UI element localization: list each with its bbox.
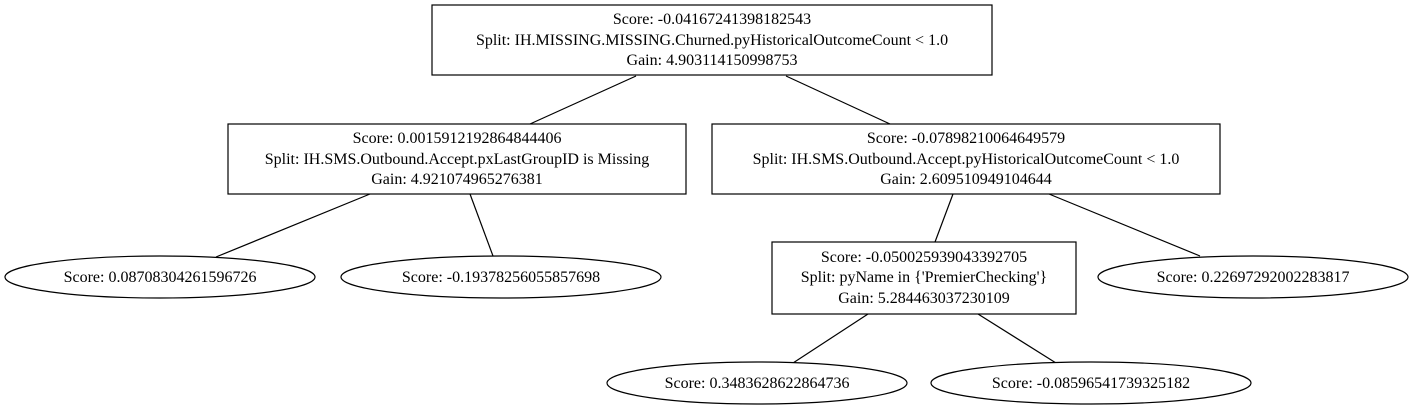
leaf-score-label: Score: 0.3483628622864736 <box>665 375 850 392</box>
edge-right-to-leaf-rr <box>1048 193 1201 257</box>
edge-left-to-leaf-ll <box>215 193 371 258</box>
tree-leaf-ll: Score: 0.08708304261596726 <box>4 255 316 299</box>
node-score-label: Score: -0.050025939043392705 <box>821 249 1027 266</box>
edge-left-to-leaf-lr <box>469 193 494 257</box>
node-split-label: Split: IH.SMS.Outbound.Accept.pyHistoric… <box>753 151 1180 168</box>
leaf-score-label: Score: 0.22697292002283817 <box>1157 269 1350 286</box>
node-gain-label: Gain: 4.903114150998753 <box>627 52 798 69</box>
edge-rl-to-leaf-rlr <box>977 313 1057 364</box>
node-score-label: Score: -0.04167241398182543 <box>613 11 811 28</box>
node-gain-label: Gain: 2.609510949104644 <box>880 171 1052 188</box>
node-split-label: Split: IH.SMS.Outbound.Accept.pxLastGrou… <box>265 151 649 168</box>
node-gain-label: Gain: 5.284463037230109 <box>838 290 1010 307</box>
node-score-label: Score: 0.0015912192864844406 <box>353 130 562 147</box>
tree-node-right: Score: -0.07898210064649579 Split: IH.SM… <box>711 123 1221 195</box>
tree-leaf-lr: Score: -0.19378256055857698 <box>340 255 662 299</box>
edge-right-to-rl <box>934 193 954 243</box>
node-split-label: Split: IH.MISSING.MISSING.Churned.pyHist… <box>476 32 948 49</box>
leaf-score-label: Score: -0.19378256055857698 <box>402 269 600 286</box>
tree-leaf-rr: Score: 0.22697292002283817 <box>1097 255 1409 299</box>
node-gain-label: Gain: 4.921074965276381 <box>371 171 543 188</box>
edge-root-to-right <box>785 75 891 125</box>
tree-node-left: Score: 0.0015912192864844406 Split: IH.S… <box>227 123 687 195</box>
tree-node-root: Score: -0.04167241398182543 Split: IH.MI… <box>431 4 993 76</box>
edge-root-to-left <box>529 75 637 125</box>
edge-rl-to-leaf-rll <box>792 313 869 364</box>
leaf-score-label: Score: -0.08596541739325182 <box>992 375 1190 392</box>
node-split-label: Split: pyName in {'PremierChecking'} <box>801 269 1047 286</box>
tree-edges <box>215 75 1201 364</box>
tree-leaf-rlr: Score: -0.08596541739325182 <box>930 361 1252 405</box>
node-score-label: Score: -0.07898210064649579 <box>867 130 1065 147</box>
leaf-score-label: Score: 0.08708304261596726 <box>64 269 257 286</box>
tree-leaf-rll: Score: 0.3483628622864736 <box>606 361 908 405</box>
tree-node-rl: Score: -0.050025939043392705 Split: pyNa… <box>771 241 1077 315</box>
